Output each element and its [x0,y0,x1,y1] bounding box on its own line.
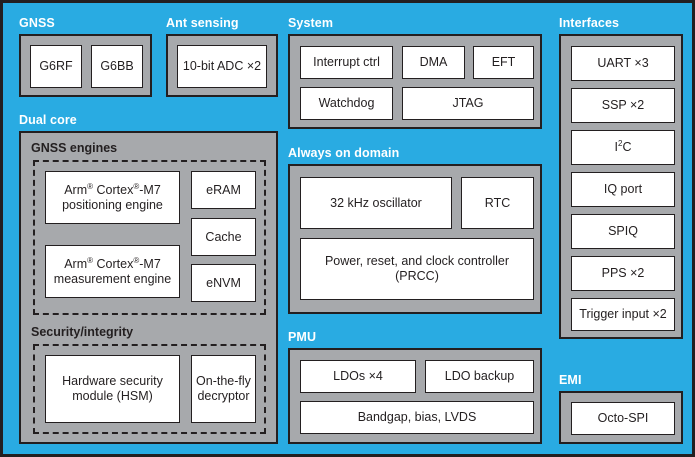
panel-interfaces: UART ×3 SSP ×2 I2C IQ port SPIQ PPS ×2 T… [559,34,683,339]
block-interrupt-ctrl[interactable]: Interrupt ctrl [300,46,393,79]
panel-system: Interrupt ctrl DMA EFT Watchdog JTAG [288,34,542,129]
block-dma[interactable]: DMA [402,46,465,79]
block-ldos[interactable]: LDOs ×4 [300,360,416,393]
panel-pmu: LDOs ×4 LDO backup Bandgap, bias, LVDS [288,348,542,444]
block-measurement-engine-label: Arm® Cortex®-M7 measurement engine [53,255,172,286]
section-label-system: System [288,16,334,30]
block-ssp[interactable]: SSP ×2 [571,88,675,123]
block-g6rf[interactable]: G6RF [30,45,82,88]
block-cache[interactable]: Cache [191,218,256,256]
group-label-security-integrity: Security/integrity [31,325,134,339]
block-iq-port[interactable]: IQ port [571,172,675,207]
block-watchdog[interactable]: Watchdog [300,87,393,120]
section-label-always-on-domain: Always on domain [288,146,400,160]
block-trigger-input[interactable]: Trigger input ×2 [571,298,675,331]
block-g6bb[interactable]: G6BB [91,45,143,88]
group-outline-security-integrity [33,344,266,434]
group-label-gnss-engines: GNSS engines [31,141,118,155]
panel-emi: Octo-SPI [559,391,683,444]
block-ldo-backup[interactable]: LDO backup [425,360,534,393]
block-bandgap-bias-lvds[interactable]: Bandgap, bias, LVDS [300,401,534,434]
block-positioning-engine-label: Arm® Cortex®-M7 positioning engine [62,181,163,212]
block-jtag[interactable]: JTAG [402,87,534,120]
block-hsm[interactable]: Hardware security module (HSM) [45,355,180,423]
block-uart[interactable]: UART ×3 [571,46,675,81]
block-on-the-fly-decryptor[interactable]: On-the-fly decryptor [191,355,256,423]
panel-ant-sensing: 10-bit ADC ×2 [166,34,278,97]
section-label-gnss: GNSS [19,16,55,30]
section-label-emi: EMI [559,373,582,387]
block-adc[interactable]: 10-bit ADC ×2 [177,45,267,88]
block-rtc[interactable]: RTC [461,177,534,229]
block-spiq[interactable]: SPIQ [571,214,675,249]
block-pps[interactable]: PPS ×2 [571,256,675,291]
block-32khz-oscillator[interactable]: 32 kHz oscillator [300,177,452,229]
block-octo-spi[interactable]: Octo-SPI [571,402,675,435]
section-label-dual-core: Dual core [19,113,77,127]
block-measurement-engine[interactable]: Arm® Cortex®-M7 measurement engine [45,245,180,298]
block-eft[interactable]: EFT [473,46,534,79]
block-positioning-engine[interactable]: Arm® Cortex®-M7 positioning engine [45,171,180,224]
section-label-interfaces: Interfaces [559,16,620,30]
panel-dual-core: GNSS engines Arm® Cortex®-M7 positioning… [19,131,278,444]
group-outline-gnss-engines [33,160,266,315]
panel-always-on-domain: 32 kHz oscillator RTC Power, reset, and … [288,164,542,314]
section-label-ant-sensing: Ant sensing [166,16,239,30]
block-i2c[interactable]: I2C [571,130,675,165]
block-eram[interactable]: eRAM [191,171,256,209]
block-i2c-label: I2C [614,138,632,154]
section-label-pmu: PMU [288,330,317,344]
block-prcc[interactable]: Power, reset, and clock controller (PRCC… [300,238,534,300]
panel-gnss: G6RF G6BB [19,34,152,97]
block-envm[interactable]: eNVM [191,264,256,302]
